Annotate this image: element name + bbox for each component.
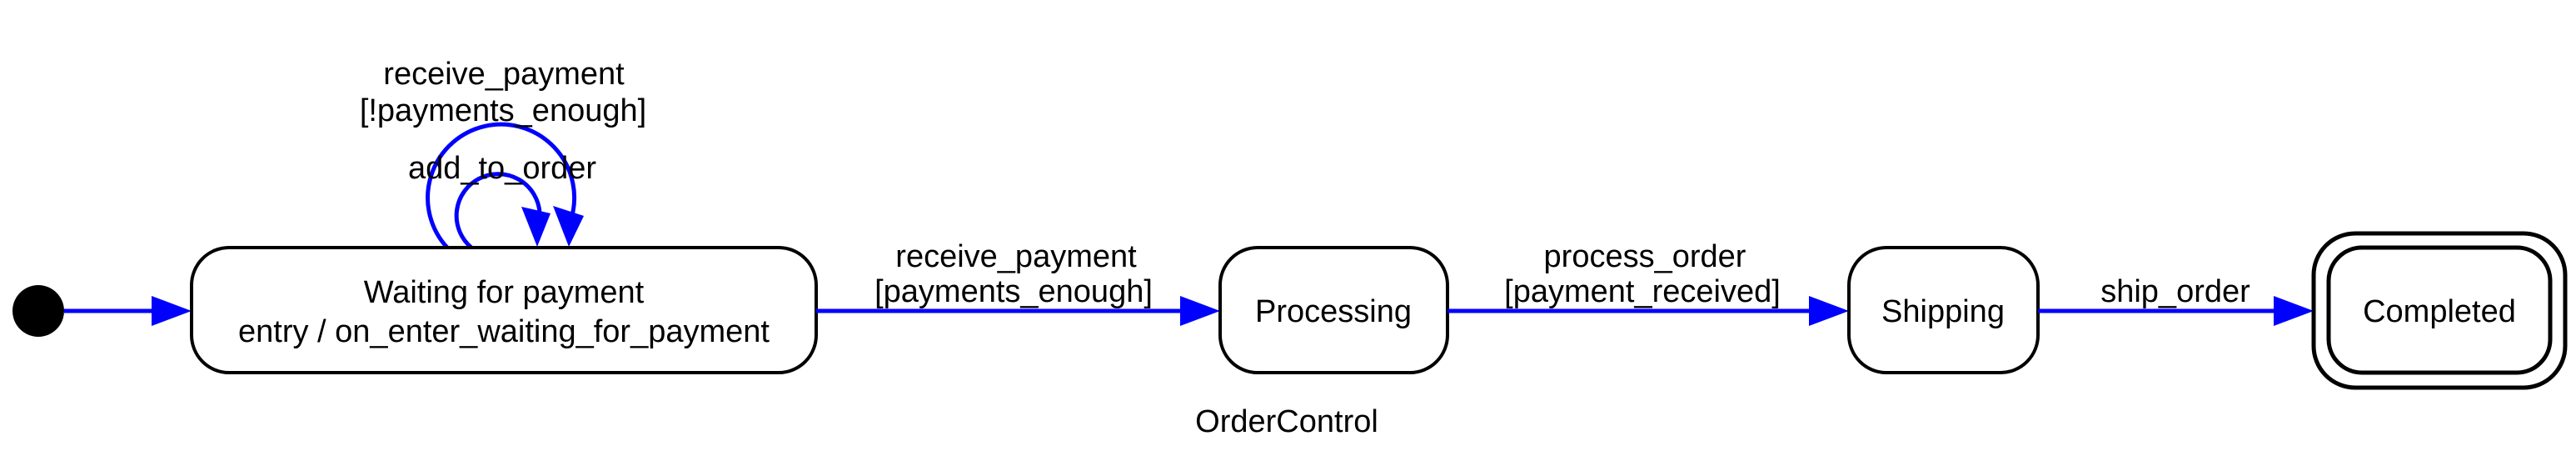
final-state-inner-box	[2326, 245, 2553, 375]
state-processing: Processing	[1218, 246, 1449, 374]
initial-state-dot-icon	[12, 285, 64, 337]
transition-initial-to-waiting	[64, 296, 192, 326]
transition-guard-label: [payment_received]	[1504, 274, 1781, 309]
transition-shipping-to-completed: ship_order	[2038, 274, 2314, 326]
arrowhead-icon	[521, 207, 551, 247]
state-box	[190, 246, 818, 374]
arrowhead-icon	[1809, 296, 1849, 326]
state-entry-action-label: entry / on_enter_waiting_for_payment	[238, 314, 770, 349]
transition-event-label: process_order	[1544, 239, 1746, 274]
self-loop-arc	[454, 172, 542, 249]
state-name-label: Shipping	[1881, 294, 2005, 329]
transition-event-label: ship_order	[2100, 274, 2250, 309]
transition-self-add-to-order: add_to_order	[408, 151, 596, 249]
state-waiting-for-payment: Waiting for payment entry / on_enter_wai…	[190, 246, 818, 374]
transition-event-label: add_to_order	[408, 151, 596, 186]
transition-waiting-to-processing: receive_payment [payments_enough]	[816, 239, 1220, 326]
transition-guard-label: [!payments_enough]	[360, 93, 646, 128]
transition-self-receive-payment: receive_payment [!payments_enough]	[360, 57, 646, 249]
arrowhead-icon	[1180, 296, 1220, 326]
arrowhead-icon	[152, 296, 192, 326]
final-state-outer-box	[2311, 231, 2568, 390]
state-name-label: Waiting for payment	[364, 275, 645, 310]
arrowhead-icon	[2274, 296, 2314, 326]
diagram-title: OrderControl	[1195, 404, 1378, 439]
transition-processing-to-shipping: process_order [payment_received]	[1447, 239, 1849, 326]
transition-event-label: receive_payment	[895, 239, 1137, 274]
self-loop-arc	[426, 122, 577, 249]
arrowhead-icon	[553, 206, 584, 247]
state-name-label: Processing	[1255, 294, 1412, 329]
transition-event-label: receive_payment	[383, 57, 625, 92]
state-name-label: Completed	[2363, 294, 2516, 329]
transition-guard-label: [payments_enough]	[874, 274, 1153, 309]
state-completed: Completed	[2311, 231, 2568, 390]
state-shipping: Shipping	[1847, 246, 2040, 374]
initial-state-marker	[12, 285, 64, 337]
